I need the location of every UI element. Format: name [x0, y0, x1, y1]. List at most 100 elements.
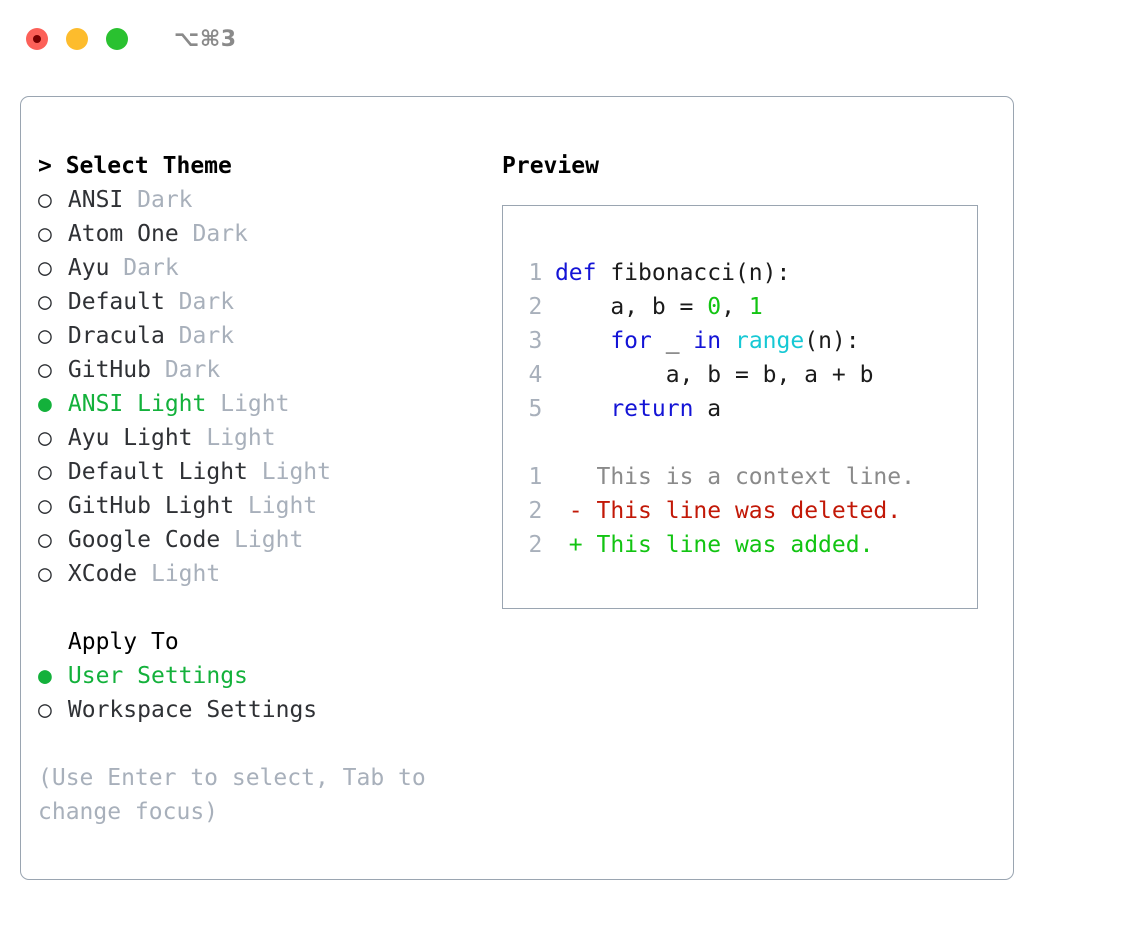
radio-unselected-icon: ○ [38, 255, 52, 281]
theme-list-item[interactable]: ○Atom One Dark [38, 217, 478, 251]
radio-unselected-icon: ○ [38, 289, 52, 315]
theme-kind-badge: Light [234, 493, 318, 519]
theme-kind-badge: Light [192, 425, 276, 451]
theme-list-item[interactable]: ○ Google Code Light [38, 523, 478, 557]
code-token-num: 0 [707, 294, 722, 320]
line-number: 3 [528, 328, 543, 354]
code-token-kw: return [610, 396, 694, 422]
code-line: 3 for _ in range(n): [517, 324, 977, 358]
line-number: 2 [528, 294, 543, 320]
line-number: 1 [528, 464, 543, 490]
radio-selected-icon: ● [38, 663, 52, 689]
diff-line: 2 - This line was deleted. [517, 494, 977, 528]
code-token-plain: _ [651, 328, 694, 354]
code-token-plain: a [693, 396, 722, 422]
diff-text: This line was added. [596, 532, 874, 558]
radio-selected-icon: ● [38, 391, 52, 417]
diff-text: This is a context line. [596, 464, 915, 490]
select-theme-header: > Select Theme [38, 153, 232, 179]
code-diff-spacer [517, 426, 977, 460]
code-token-num: 1 [748, 294, 763, 320]
maximize-button[interactable] [106, 28, 128, 50]
theme-kind-badge: Dark [178, 221, 248, 247]
code-token-plain: (n): [804, 328, 860, 354]
theme-name: XCode [67, 561, 138, 587]
theme-list-item[interactable]: ○ GitHub Light Light [38, 489, 478, 523]
code-line: 2 a, b = 0, 1 [517, 290, 977, 324]
theme-list-item[interactable]: ○Dracula Dark [38, 319, 478, 353]
code-line: 5 return a [517, 392, 977, 426]
radio-unselected-icon: ○ [38, 323, 52, 349]
theme-kind-badge: Dark [150, 357, 221, 383]
theme-name: Google Code [67, 527, 221, 553]
radio-unselected-icon: ○ [38, 561, 52, 587]
theme-list-column: > Select Theme ○ANSI Dark○Atom One Dark○… [38, 149, 478, 829]
theme-kind-badge: Light [220, 527, 304, 553]
apply-to-option[interactable]: ●User Settings [38, 659, 478, 693]
theme-name: ANSI Light [67, 391, 207, 417]
code-token-kw: for [610, 328, 652, 354]
theme-kind-badge: Dark [164, 323, 235, 349]
code-token-plain: a, b = b, a + b [554, 362, 874, 388]
theme-kind-badge: Dark [109, 255, 179, 281]
theme-kind-badge: Dark [164, 289, 235, 315]
line-number: 2 [528, 498, 543, 524]
theme-name: GitHub [67, 357, 151, 383]
theme-list-item[interactable]: ○Ayu Dark [38, 251, 478, 285]
theme-kind-badge: Dark [123, 187, 193, 213]
theme-picker-panel: > Select Theme ○ANSI Dark○Atom One Dark○… [20, 96, 1014, 880]
radio-unselected-icon: ○ [38, 493, 52, 519]
theme-kind-badge: Light [247, 459, 331, 485]
theme-name: Default [67, 289, 165, 315]
minimize-button[interactable] [66, 28, 88, 50]
theme-list-item[interactable]: ○XCode Light [38, 557, 478, 591]
diff-line: 1 This is a context line. [517, 460, 977, 494]
theme-list-item[interactable]: ● ANSI Light Light [38, 387, 478, 421]
apply-to-header: Apply To [67, 629, 179, 655]
radio-unselected-icon: ○ [38, 697, 52, 723]
code-token-plain [555, 396, 610, 422]
code-token-fn: range [734, 328, 805, 354]
theme-list-item[interactable]: ○Default Light Light [38, 455, 478, 489]
section-spacer [38, 591, 478, 625]
apply-to-label: Workspace Settings [67, 697, 318, 723]
line-number: 4 [528, 362, 543, 388]
theme-list-item[interactable]: ○ Ayu Light Light [38, 421, 478, 455]
diff-marker [555, 464, 597, 490]
theme-name: Default Light [67, 459, 248, 485]
title-bar: ⌥⌘3 [0, 0, 1140, 78]
close-button[interactable] [26, 28, 48, 50]
code-line: 4 a, b = b, a + b [517, 358, 977, 392]
diff-line: 2 + This line was added. [517, 528, 977, 562]
code-token-plain: fibonacci(n): [596, 260, 791, 286]
theme-name: Ayu Light [67, 425, 193, 451]
line-number: 1 [528, 260, 543, 286]
radio-unselected-icon: ○ [38, 357, 52, 383]
diff-marker: - [554, 498, 597, 524]
code-token-plain: a, b = [554, 294, 708, 320]
apply-to-option[interactable]: ○ Workspace Settings [38, 693, 478, 727]
code-token-kw: def [554, 260, 597, 286]
theme-list-item[interactable]: ○ Default Dark [38, 285, 478, 319]
theme-kind-badge: Light [206, 391, 290, 417]
code-token-plain [555, 328, 610, 354]
theme-list-item[interactable]: ○ANSI Dark [38, 183, 478, 217]
code-token-plain: , [721, 294, 749, 320]
radio-unselected-icon: ○ [38, 527, 52, 553]
diff-sample: 1 This is a context line.2 - This line w… [517, 460, 977, 562]
window-title: ⌥⌘3 [174, 26, 237, 52]
theme-name: GitHub Light [67, 493, 235, 519]
window-controls [26, 28, 128, 50]
diff-text: This line was deleted. [596, 498, 902, 524]
line-number: 2 [528, 532, 543, 558]
theme-name: Atom One [67, 221, 179, 247]
line-number: 5 [528, 396, 543, 422]
radio-unselected-icon: ○ [38, 187, 52, 213]
theme-list-item[interactable]: ○ GitHub Dark [38, 353, 478, 387]
code-token-plain [721, 328, 735, 354]
code-token-kw: in [693, 328, 722, 354]
radio-unselected-icon: ○ [38, 425, 52, 451]
